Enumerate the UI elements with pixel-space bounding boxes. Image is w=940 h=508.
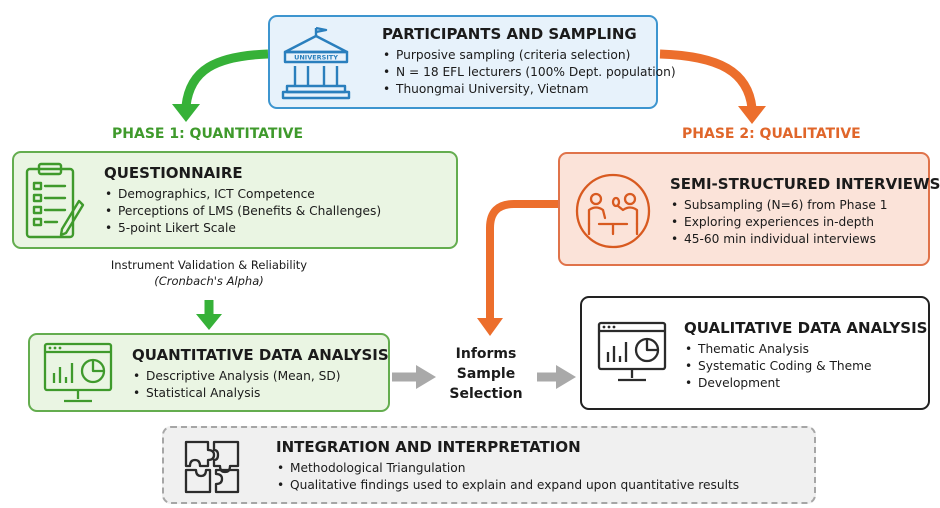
participants-title: PARTICIPANTS AND SAMPLING xyxy=(382,25,637,43)
arrow-informs-to-qual-head xyxy=(556,365,576,389)
university-icon: UNIVERSITY xyxy=(281,26,351,100)
informs-line3: Selection xyxy=(449,386,523,402)
qual-analysis-box: QUALITATIVE DATA ANALYSIS Thematic Analy… xyxy=(580,296,930,410)
validation-label: Instrument Validation & Reliability (Cro… xyxy=(74,258,344,288)
participants-bullet: Purposive sampling (criteria selection) xyxy=(382,47,676,64)
integration-bullet: Qualitative findings used to explain and… xyxy=(276,477,739,494)
qual-analysis-bullet: Systematic Coding & Theme xyxy=(684,358,927,375)
participants-bullet: N = 18 EFL lecturers (100% Dept. populat… xyxy=(382,64,676,81)
questionnaire-bullet: 5-point Likert Scale xyxy=(104,220,381,237)
phase2-label: PHASE 2: QUALITATIVE xyxy=(682,126,861,142)
arrow-interviews-to-informs-head xyxy=(477,318,503,336)
integration-bullet: Methodological Triangulation xyxy=(276,460,739,477)
informs-line2: Sample xyxy=(456,366,516,382)
quant-analysis-bullet: Descriptive Analysis (Mean, SD) xyxy=(132,368,389,385)
participants-bullet: Thuongmai University, Vietnam xyxy=(382,81,676,98)
arrow-to-phase2 xyxy=(659,49,757,109)
quant-analysis-bullet: Statistical Analysis xyxy=(132,385,389,402)
arrow-quant-to-informs-head xyxy=(416,365,436,389)
validation-line2: (Cronbach's Alpha) xyxy=(154,274,264,288)
questionnaire-bullet: Perceptions of LMS (Benefits & Challenge… xyxy=(104,203,381,220)
quant-analysis-title: QUANTITATIVE DATA ANALYSIS xyxy=(132,346,389,364)
interviews-bullet: Subsampling (N=6) from Phase 1 xyxy=(670,197,940,214)
interview-icon xyxy=(575,173,651,249)
informs-line1: Informs xyxy=(455,346,517,362)
questionnaire-box: QUESTIONNAIRE Demographics, ICT Competen… xyxy=(12,151,458,249)
arrow-interviews-to-informs xyxy=(486,200,560,320)
interviews-title: SEMI-STRUCTURED INTERVIEWS xyxy=(670,175,940,193)
svg-text:UNIVERSITY: UNIVERSITY xyxy=(294,54,338,62)
qual-analysis-title: QUALITATIVE DATA ANALYSIS xyxy=(684,319,928,337)
qual-analysis-bullet: Thematic Analysis xyxy=(684,341,927,358)
puzzle-icon xyxy=(184,440,240,494)
integration-title: INTEGRATION AND INTERPRETATION xyxy=(276,438,581,456)
interviews-box: SEMI-STRUCTURED INTERVIEWS Subsampling (… xyxy=(558,152,940,266)
interviews-bullet: 45-60 min individual interviews xyxy=(670,231,940,248)
interviews-bullet: Exploring experiences in-depth xyxy=(670,214,940,231)
clipboard-checklist-icon xyxy=(25,162,85,239)
phase1-label: PHASE 1: QUANTITATIVE xyxy=(112,126,304,142)
arrow-to-phase1-head xyxy=(172,104,200,122)
analytics-monitor-icon xyxy=(43,342,113,403)
integration-box: INTEGRATION AND INTERPRETATION Methodolo… xyxy=(162,426,816,504)
informs-label: Informs Sample Selection xyxy=(440,344,532,404)
participants-box: UNIVERSITY PARTICIPANTS AND SAMPLING Pur… xyxy=(268,15,676,109)
questionnaire-bullet: Demographics, ICT Competence xyxy=(104,186,381,203)
qual-analysis-bullet-continued: Development xyxy=(684,375,927,392)
quant-analysis-box: QUANTITATIVE DATA ANALYSIS Descriptive A… xyxy=(28,333,390,412)
validation-line1: Instrument Validation & Reliability xyxy=(110,258,308,272)
analytics-monitor-icon xyxy=(597,321,667,382)
questionnaire-title: QUESTIONNAIRE xyxy=(104,164,243,182)
arrow-to-phase2-head xyxy=(738,106,766,124)
arrow-validation-down-head xyxy=(196,314,222,330)
arrow-to-phase1 xyxy=(181,49,269,107)
